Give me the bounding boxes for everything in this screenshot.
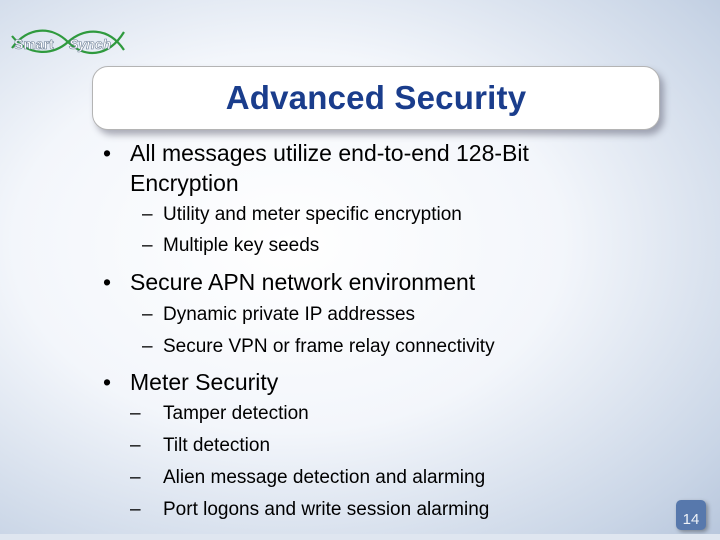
sub-bullet-text: Port logons and write session alarming <box>163 499 490 520</box>
bullet-marker: • <box>103 269 112 295</box>
sub-bullet-text: Multiple key seeds <box>163 235 320 256</box>
logo-graphic: Smart Synch <box>11 29 125 55</box>
bullet-text: All messages utilize end-to-end 128-Bit <box>130 140 529 166</box>
bullet-text-continued: Encryption <box>130 170 239 196</box>
sub-bullet-text: Tilt detection <box>163 435 271 456</box>
sub-bullet-marker: – <box>142 204 153 225</box>
sub-bullet-marker: – <box>142 304 153 325</box>
sub-bullet-marker: – <box>142 336 153 357</box>
smartsynch-logo: Smart Synch <box>8 22 128 62</box>
page-number: 14 <box>682 511 700 528</box>
bullet-text: Secure APN network environment <box>130 269 476 295</box>
title-box: Advanced Security <box>92 66 660 130</box>
sub-bullet-marker: – <box>130 467 141 488</box>
slide-title: Advanced Security <box>225 79 527 116</box>
sub-bullet-marker: – <box>130 435 141 456</box>
sub-bullet-text: Dynamic private IP addresses <box>163 304 416 325</box>
bullet-marker: • <box>103 140 112 166</box>
page-number-badge: 14 <box>676 500 706 530</box>
logo-text-right: Synch <box>69 36 111 52</box>
sub-bullet-text: Secure VPN or frame relay connectivity <box>163 336 495 357</box>
sub-bullet-text: Alien message detection and alarming <box>163 467 486 488</box>
sub-bullet-text: Utility and meter specific encryption <box>163 204 462 225</box>
sub-bullet-marker: – <box>130 403 141 424</box>
slide-bottom-edge <box>0 534 720 540</box>
bullet-text: Meter Security <box>130 369 279 395</box>
sub-bullet-marker: – <box>142 235 153 256</box>
logo-text-left: Smart <box>14 36 54 52</box>
sub-bullet-text: Tamper detection <box>163 403 309 424</box>
sub-bullet-marker: – <box>130 499 141 520</box>
bullet-marker: • <box>103 369 112 395</box>
